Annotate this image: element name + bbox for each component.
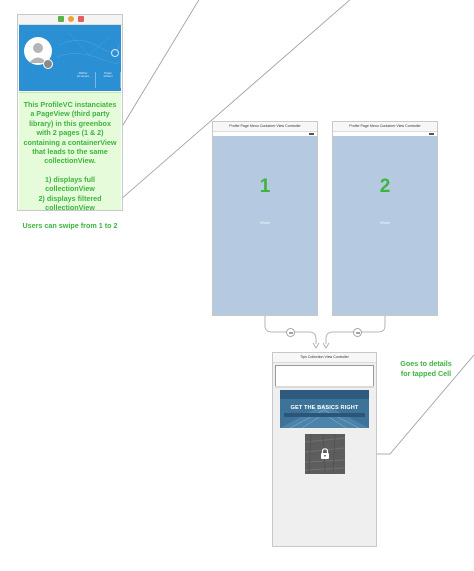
page-scene-2[interactable]: Profile Page Menu Container View Control… [332, 121, 438, 316]
tips-collection-scene[interactable]: Tips Collection View Controller GET THE … [272, 352, 377, 547]
battery-icon [429, 133, 434, 135]
stat-label: Afficher les tenues [77, 72, 89, 78]
divider [95, 72, 96, 88]
banner-strip [284, 413, 365, 417]
profile-scene[interactable]: Afficher les tenues Propre whoami This P… [17, 14, 123, 230]
page-view-container: This ProfileVC instanciates a PageView (… [19, 92, 121, 230]
container-view[interactable]: 2 Where [333, 136, 437, 315]
segue-icon[interactable] [353, 328, 362, 337]
container-label: Where [259, 221, 271, 225]
container-label: Where [379, 221, 391, 225]
collection-header[interactable] [275, 365, 374, 387]
lock-icon [321, 448, 329, 459]
stat-profile[interactable]: Propre whoami [96, 72, 120, 90]
details-annotation: Goes to details for tapped Cell [400, 359, 452, 378]
stat-outfits[interactable]: Afficher les tenues [71, 72, 95, 90]
annotation-line: 2) displays filtered collectionView [38, 193, 102, 213]
status-bar [333, 132, 437, 136]
scene-title[interactable]: Profile Page Menu Container View Control… [333, 122, 437, 132]
view-controller-icon[interactable] [58, 16, 64, 22]
avatar-placeholder-icon [29, 43, 47, 63]
profile-annotation: This ProfileVC instanciates a PageView (… [22, 100, 118, 231]
banner-title: GET THE BASICS RIGHT [290, 405, 359, 411]
exit-icon[interactable] [78, 16, 84, 22]
tip-banner-cell[interactable]: GET THE BASICS RIGHT [280, 390, 369, 428]
stat-label: Propre whoami [103, 72, 113, 78]
status-bar [213, 132, 317, 136]
segue-icon[interactable] [286, 328, 295, 337]
gear-icon[interactable] [111, 49, 119, 57]
container-view[interactable]: 1 Where [213, 136, 317, 315]
page-number: 2 [379, 176, 391, 197]
header-separator [275, 386, 374, 388]
annotation-paragraph: This ProfileVC instanciates a PageView (… [23, 100, 117, 166]
battery-icon [309, 133, 314, 135]
divider [120, 72, 121, 88]
annotation-line: Users can swipe from 1 to 2 [22, 221, 118, 231]
camera-icon[interactable] [43, 59, 53, 69]
locked-tip-cell[interactable] [305, 434, 345, 474]
page-number: 1 [259, 176, 271, 197]
annotation-line: 1) displays full collectionView [45, 174, 95, 194]
page-scene-1[interactable]: Profile Page Menu Container View Control… [212, 121, 318, 316]
first-responder-icon[interactable] [68, 16, 74, 22]
scene-title[interactable]: Tips Collection View Controller [273, 353, 376, 363]
scene-title[interactable]: Profile Page Menu Container View Control… [213, 122, 317, 132]
profile-header: Afficher les tenues Propre whoami [19, 25, 121, 91]
scene-dock [18, 15, 122, 25]
